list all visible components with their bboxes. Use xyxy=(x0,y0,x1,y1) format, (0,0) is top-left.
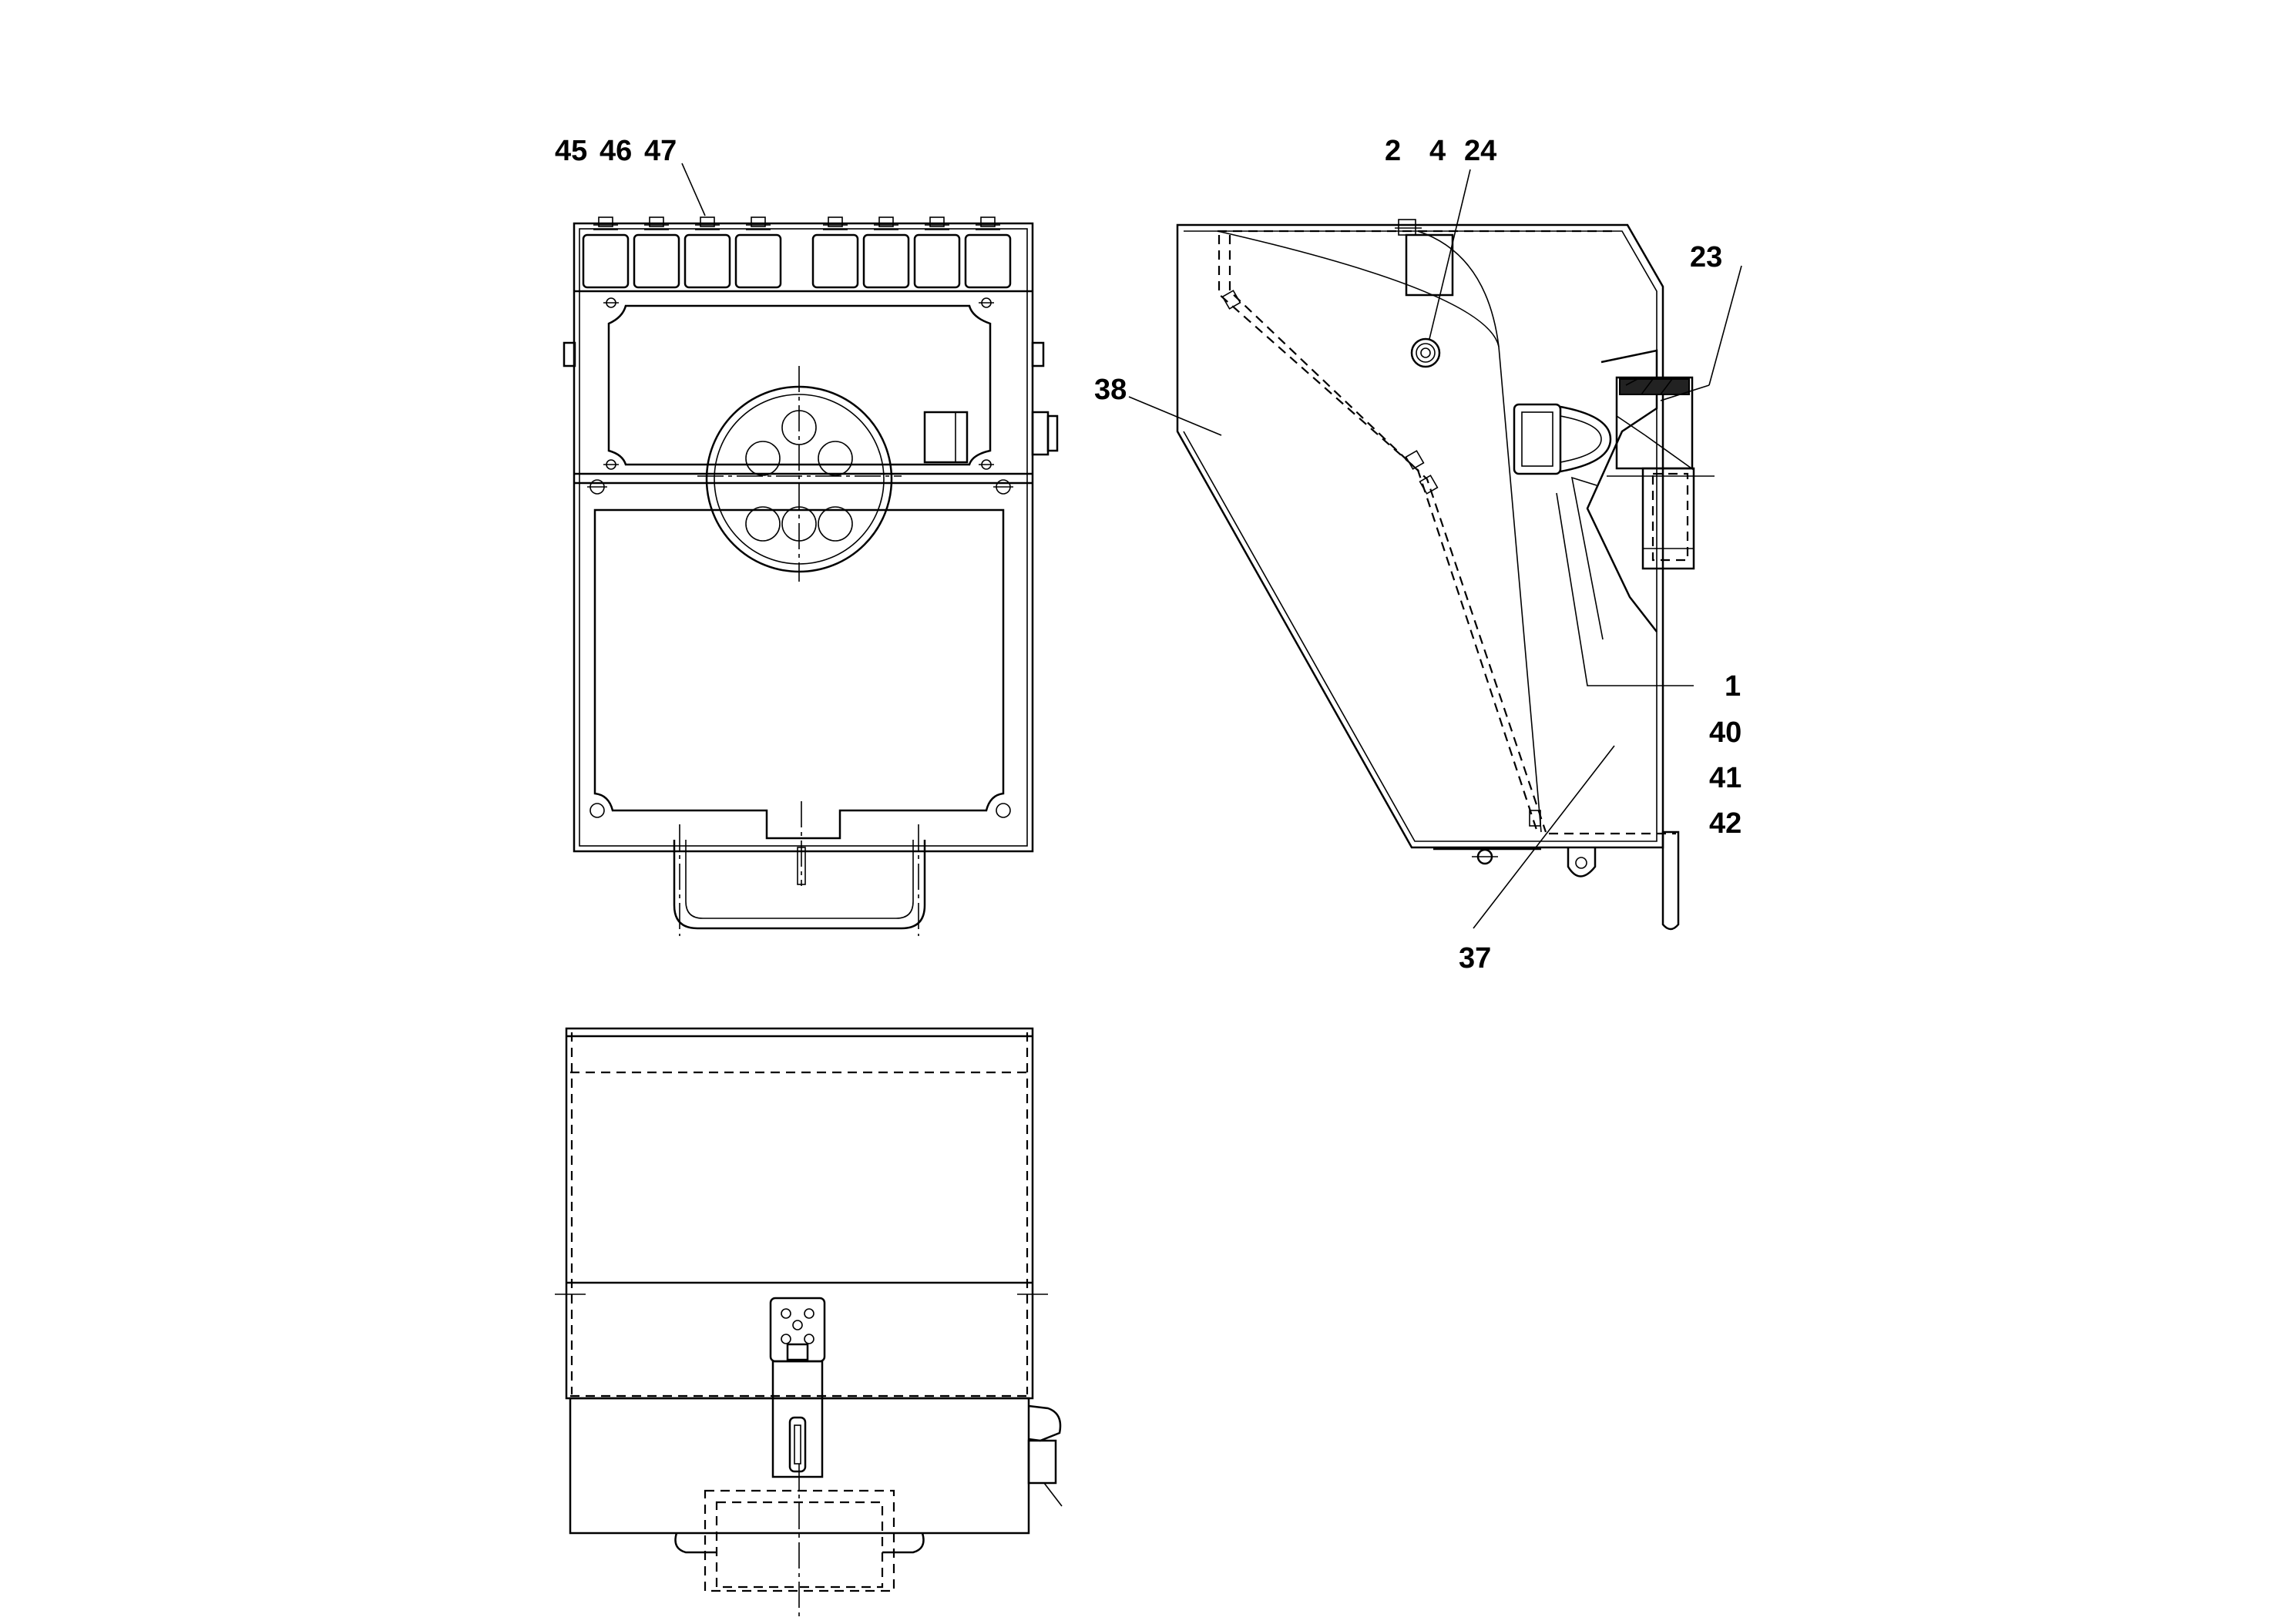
callout-1: 1 xyxy=(1725,670,1741,703)
callout-2: 2 xyxy=(1385,135,1401,167)
side-view xyxy=(1128,169,1742,931)
side-housing-outline xyxy=(1176,223,1664,849)
top-view xyxy=(555,1027,1063,1618)
latch-pin xyxy=(797,847,806,885)
callout-24: 24 xyxy=(1464,135,1496,167)
top-view-cover xyxy=(565,1027,1034,1400)
callout-23: 23 xyxy=(1690,241,1722,273)
callout-47: 47 xyxy=(644,135,677,167)
right-side-bolt xyxy=(1031,341,1045,367)
cable-gland-right xyxy=(1031,411,1059,456)
callout-45: 45 xyxy=(555,135,587,167)
left-side-bolt xyxy=(563,341,576,367)
callout-42: 42 xyxy=(1709,807,1741,840)
side-connector-plug xyxy=(1513,403,1612,475)
lower-panel xyxy=(593,508,1005,840)
front-housing-outline xyxy=(573,222,1034,853)
carry-handle xyxy=(673,840,926,930)
callout-40: 40 xyxy=(1709,716,1741,749)
callout-37: 37 xyxy=(1459,942,1491,975)
callout-labels: 45 46 47 2 4 24 23 38 1 40 41 42 37 xyxy=(555,135,1741,975)
bottom-fittings xyxy=(1433,830,1680,931)
grommet-plate xyxy=(697,366,902,582)
front-view xyxy=(563,163,1059,936)
top-terminal-block xyxy=(1405,233,1454,297)
top-view-cable-gland xyxy=(1027,1404,1063,1507)
callout-38: 38 xyxy=(1094,374,1127,406)
latch-hasp xyxy=(769,1297,826,1478)
panel-screws xyxy=(587,297,1013,818)
callout-41: 41 xyxy=(1709,762,1741,794)
callout-46: 46 xyxy=(600,135,632,167)
upper-panel xyxy=(607,304,992,466)
hinge-bolts xyxy=(1221,290,1541,827)
callout-4: 4 xyxy=(1429,135,1446,167)
breather-vent xyxy=(1410,337,1441,368)
front-housing-inner-edge xyxy=(579,228,1028,847)
fuse-block-row xyxy=(574,216,1033,293)
relay-box xyxy=(923,411,969,464)
strap-clamp xyxy=(1607,376,1715,570)
mounting-bracket xyxy=(1586,349,1658,632)
